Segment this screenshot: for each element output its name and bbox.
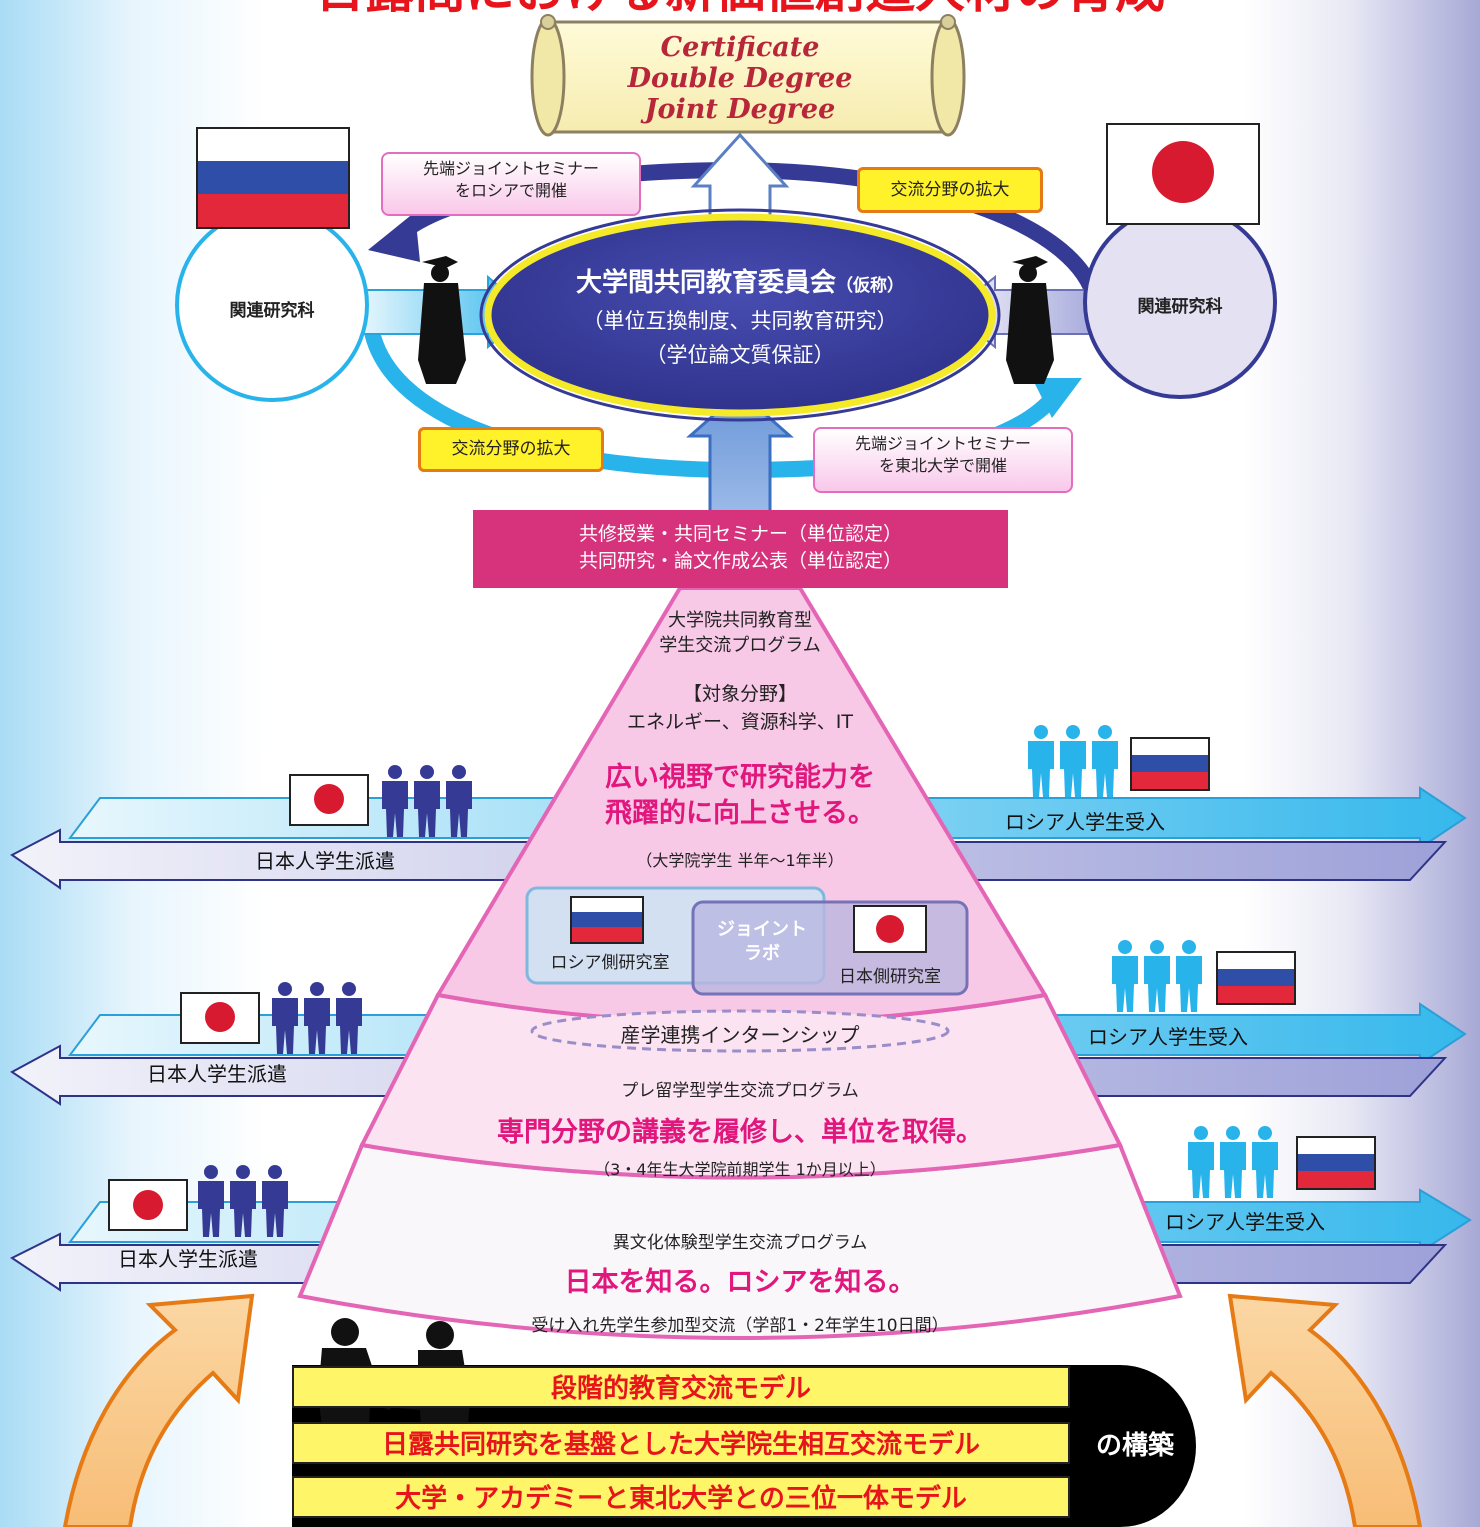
right-circle-label: 関連研究科: [1137, 297, 1223, 317]
japanese-students-icon: [272, 982, 362, 1054]
japanese-students-icon: [198, 1165, 288, 1237]
joint-lab-label: ジョイント ラボ: [717, 919, 807, 964]
certificate-line-1: Certificate: [660, 32, 820, 63]
seminar-tohoku-box: 先端ジョイントセミナー を東北大学で開催: [813, 427, 1073, 493]
credit-bar-line-1: 共修授業・共同セミナー（単位認定）: [578, 523, 902, 545]
tier1-fields-list: エネルギー、資源科学、IT: [626, 711, 854, 733]
committee-line-3: （学位論文質保証）: [645, 343, 835, 367]
receive-label-3: ロシア人学生受入: [1165, 1210, 1325, 1234]
graduate-silhouette-right: [1006, 256, 1054, 384]
expand-fields-bottom: 交流分野の拡大: [418, 427, 604, 472]
dispatch-label-1: 日本人学生派遣: [255, 849, 395, 873]
model-band-3: 大学・アカデミーと東北大学との三位一体モデル: [292, 1476, 1070, 1518]
tier1-fields: 【対象分野】 エネルギー、資源科学、IT: [520, 680, 960, 736]
tier3-program: 異文化体験型学生交流プログラム: [612, 1233, 868, 1253]
tier1-program-line-1: 大学院共同教育型: [668, 610, 812, 631]
committee-line-2: （単位互換制度、共同教育研究）: [582, 309, 898, 333]
tier1-fields-head: 【対象分野】: [682, 683, 797, 705]
credit-bar-line-2: 共同研究・論文作成公表（単位認定）: [578, 550, 902, 572]
graduate-silhouette-left: [418, 256, 466, 384]
left-circle-label: 関連研究科: [229, 301, 315, 321]
japan-flag-small-3: [108, 1179, 188, 1231]
tier1-program-line-2: 学生交流プログラム: [659, 635, 821, 656]
committee-ellipse: [484, 213, 996, 417]
dispatch-label-2: 日本人学生派遣: [147, 1062, 287, 1086]
page-title: 日露間における新価値創造人材の育成: [200, 0, 1280, 20]
tier1-program: 大学院共同教育型 学生交流プログラム: [540, 608, 940, 658]
construction-label: の構築: [1095, 1431, 1174, 1461]
japanese-students-icon: [382, 765, 472, 837]
orange-curved-arrow-left: [62, 1293, 255, 1527]
model-band-2: 日露共同研究を基盤とした大学院生相互交流モデル: [292, 1422, 1070, 1464]
certificate-line-3: Joint Degree: [644, 94, 836, 125]
tier3-slogan: 日本を知る。ロシアを知る。: [564, 1267, 916, 1298]
orange-curved-arrow-right: [1227, 1293, 1423, 1527]
japan-flag-lab: [853, 905, 927, 953]
credit-bar: 共修授業・共同セミナー（単位認定） 共同研究・論文作成公表（単位認定）: [473, 510, 1008, 588]
receive-label-1: ロシア人学生受入: [1005, 810, 1165, 834]
russia-flag-small-1: [1130, 737, 1210, 791]
tier2-note: （3・4年生大学院前期学生 1か月以上）: [594, 1160, 886, 1179]
certificate-line-2: Double Degree: [627, 63, 853, 94]
tier1-slogan-line-2: 飛躍的に向上させる。: [605, 798, 875, 829]
certificate-text: Certificate Double Degree Joint Degree: [560, 32, 920, 125]
model-band-1: 段階的教育交流モデル: [292, 1366, 1070, 1408]
russia-flag-small-3: [1296, 1136, 1376, 1190]
russia-lab-label: ロシア側研究室: [550, 953, 670, 973]
tier1-slogan-line-1: 広い視野で研究能力を: [605, 762, 875, 793]
expand-fields-top: 交流分野の拡大: [857, 167, 1043, 213]
tier3-note: 受け入れ先学生参加型交流（学部1・2年学生10日間）: [531, 1316, 949, 1336]
receive-label-2: ロシア人学生受入: [1088, 1025, 1248, 1049]
tier1-note: （大学院学生 半年〜1年半）: [636, 851, 844, 870]
russia-flag-small-2: [1216, 951, 1296, 1005]
internship-ellipse: [530, 1009, 950, 1053]
russia-flag-lab: [570, 896, 644, 944]
people-icons: [198, 725, 1278, 1237]
japan-flag-small-1: [289, 774, 369, 826]
russian-students-icon: [1188, 1126, 1278, 1198]
japan-flag-large: [1106, 123, 1260, 225]
tier2-program: プレ留学型学生交流プログラム: [621, 1081, 859, 1101]
japan-lab-label: 日本側研究室: [839, 967, 941, 987]
tier1-slogan: 広い視野で研究能力を 飛躍的に向上させる。: [500, 760, 980, 832]
up-arrow-white: [690, 132, 790, 222]
russian-students-icon: [1028, 725, 1118, 797]
seminar-russia-box: 先端ジョイントセミナー をロシアで開催: [381, 152, 641, 216]
tier2-slogan: 専門分野の講義を履修し、単位を取得。: [497, 1117, 983, 1148]
russia-flag-large: [196, 127, 350, 229]
japan-flag-small-2: [180, 992, 260, 1044]
committee-name: 大学間共同教育委員会: [575, 268, 836, 298]
internship-label: 産学連携インターンシップ: [620, 1023, 860, 1047]
committee-suffix: （仮称）: [836, 276, 904, 296]
certificate-scroll: [530, 14, 966, 137]
committee-text: 大学間共同教育委員会（仮称） （単位互換制度、共同教育研究） （学位論文質保証）: [490, 265, 990, 372]
russian-students-icon: [1112, 940, 1202, 1012]
dispatch-label-3: 日本人学生派遣: [118, 1247, 258, 1271]
